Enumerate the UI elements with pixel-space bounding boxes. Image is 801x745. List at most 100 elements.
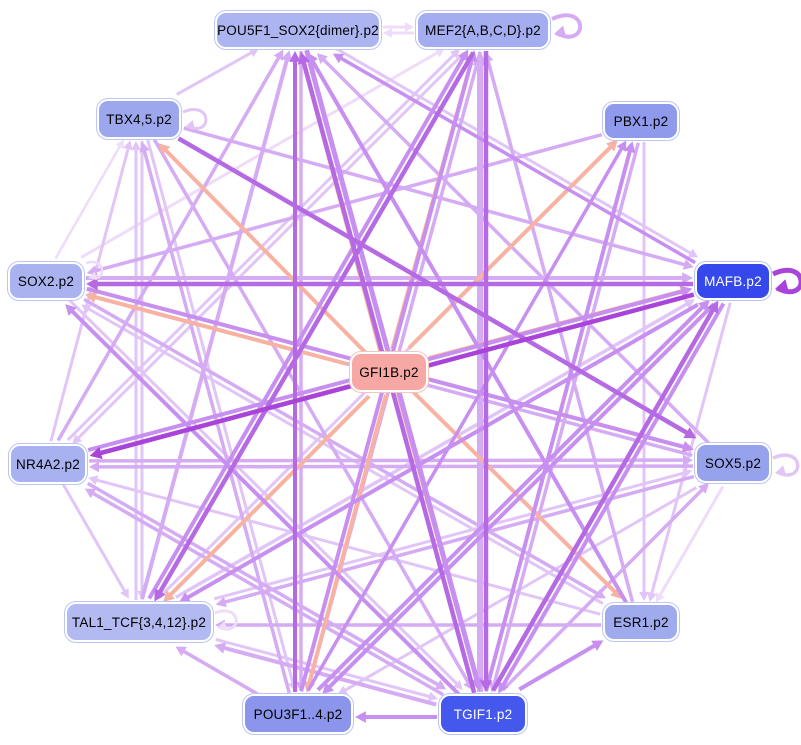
edge-ESR1-POU5F1	[309, 58, 628, 604]
arrowhead-NR4A2-MEF2	[449, 48, 460, 59]
edge-SOX5-ESR1	[657, 485, 725, 598]
node-TBX4[interactable]: TBX4,5.p2	[97, 99, 181, 139]
arrowhead-MAFB-POU3F1	[322, 682, 334, 695]
arrowhead-POU3F1-POU5F1	[289, 51, 301, 62]
node-label: MAFB.p2	[704, 273, 762, 289]
arrowhead-TGIF1-NR4A2	[84, 488, 97, 499]
arrowhead-SOX5-NR4A2	[89, 461, 99, 473]
edge-TGIF1-SOX5	[501, 486, 705, 692]
arrowhead-TGIF1-POU3F1	[355, 711, 366, 723]
node-PBX1[interactable]: PBX1.p2	[603, 102, 679, 140]
node-label: ESR1.p2	[613, 614, 669, 630]
edge-MAFB-TGIF1	[500, 302, 726, 688]
arrowhead-GFI1B-SOX2	[85, 291, 98, 303]
edge-GFI1B-TAL1	[167, 394, 371, 598]
edge-TGIF1-MAFB	[491, 306, 716, 692]
edge-GFI1B-POU3F1	[306, 394, 388, 686]
edge-SOX2-ESR1	[83, 297, 601, 597]
edge-TGIF1-TAL1	[221, 645, 437, 707]
node-label: GFI1B.p2	[359, 364, 419, 380]
node-label: MEF2{A,B,C,D}.p2	[425, 22, 541, 38]
arrowhead-TBX4-SOX5	[683, 427, 697, 439]
arrowhead-POU5F1-TGIF1	[470, 677, 484, 692]
arrowhead-PBX1-ESR1	[639, 591, 649, 601]
self-loop-arrowhead-SOX5	[775, 465, 786, 476]
arrowhead-SOX2-ESR1	[594, 588, 606, 599]
arrowhead-POU5F1-MAFB	[687, 248, 699, 258]
node-label: TGIF1.p2	[453, 706, 513, 722]
arrowhead-MAFB-ESR1	[647, 591, 657, 602]
arrowhead-SOX2-SOX5	[681, 441, 694, 453]
arrowhead-TGIF1-PBX1	[624, 141, 636, 154]
edge-TBX4-POU5F1	[176, 50, 254, 96]
edge-TBX4-SOX5	[177, 136, 691, 436]
edge-MAFB-POU5F1	[338, 55, 696, 265]
arrowhead-POU5F1-MEF2	[404, 22, 414, 32]
node-POU3F1[interactable]: POU3F1..4.p2	[243, 694, 353, 734]
self-loop-arrowhead-TAL1	[217, 620, 228, 631]
node-SOX5[interactable]: SOX5.p2	[695, 443, 771, 483]
arrowhead-NR4A2-POU5F1	[273, 49, 284, 61]
arrowhead-MAFB-SOX2	[86, 277, 98, 291]
arrowhead-ESR1-NR4A2	[88, 475, 99, 485]
arrowhead-SOX2-MEF2	[434, 48, 445, 58]
self-loop-arrowhead-TBX4	[185, 119, 196, 130]
arrowhead-TAL1-TBX4	[131, 141, 141, 151]
arrowhead-TAL1-POU5F1	[281, 50, 293, 63]
edge-MAFB-TAL1	[184, 302, 699, 601]
arrowhead-TAL1-TGIF1	[427, 691, 438, 702]
node-POU5F1[interactable]: POU5F1_SOX2{dimer}.p2	[215, 11, 381, 49]
arrowhead-GFI1B-PBX1	[606, 139, 618, 152]
edge-GFI1B-SOX2	[92, 294, 348, 366]
node-MAFB[interactable]: MAFB.p2	[695, 262, 771, 300]
node-TGIF1[interactable]: TGIF1.p2	[439, 694, 527, 734]
edge-POU3F1-TAL1	[181, 648, 260, 697]
edge-GFI1B-TBX4	[162, 147, 367, 354]
arrowhead-SOX2-TBX4	[115, 139, 124, 149]
arrowhead-NR4A2-MAFB	[680, 286, 693, 298]
arrowhead-NR4A2-TAL1	[120, 588, 129, 599]
arrowhead-TGIF1-SOX2	[65, 304, 77, 316]
edge-GFI1B-PBX1	[407, 144, 614, 350]
arrowhead-TGIF1-TAL1	[214, 642, 227, 654]
self-loop-arrowhead-MAFB	[775, 279, 789, 293]
arrowhead-TGIF1-POU5F1	[297, 51, 310, 65]
edge-TGIF1-SOX2	[69, 308, 461, 696]
node-TAL1[interactable]: TAL1_TCF{3,4,12}.p2	[65, 602, 213, 642]
edge-POU3F1-PBX1	[306, 146, 625, 692]
arrowhead-GFI1B-TAL1	[163, 590, 175, 603]
arrowhead-SOX5-POU3F1	[337, 685, 348, 695]
node-label: TAL1_TCF{3,4,12}.p2	[71, 614, 207, 630]
arrowhead-NR4A2-SOX5	[683, 454, 693, 466]
node-ESR1[interactable]: ESR1.p2	[603, 603, 679, 641]
node-label: SOX5.p2	[704, 455, 762, 471]
arrowhead-TAL1-MAFB	[683, 299, 695, 309]
edge-NR4A2-TGIF1	[86, 481, 441, 688]
node-SOX2[interactable]: SOX2.p2	[8, 262, 84, 300]
edge-ESR1-SOX2	[86, 306, 604, 605]
arrowhead-SOX5-ESR1	[655, 592, 665, 603]
node-MEF2[interactable]: MEF2{A,B,C,D}.p2	[416, 11, 550, 49]
edge-SOX2-TBX4	[54, 144, 122, 260]
arrowhead-MAFB-TAL1	[178, 592, 192, 603]
arrowhead-NR4A2-TGIF1	[434, 679, 447, 690]
node-GFI1B[interactable]: GFI1B.p2	[350, 352, 428, 392]
arrowhead-SOX2-MAFB	[682, 272, 693, 284]
node-NR4A2[interactable]: NR4A2.p2	[9, 444, 87, 484]
edge-TGIF1-PBX1	[484, 148, 633, 692]
arrowhead-MEF2-TGIF1	[479, 680, 493, 692]
arrowhead-NR4A2-TBX4	[123, 140, 133, 151]
arrowhead-MEF2-POU5F1	[383, 28, 393, 38]
edge-TAL1-MEF2	[147, 55, 466, 600]
edge-SOX5-NR4A2	[96, 464, 694, 469]
arrowhead-SOX5-TAL1	[215, 596, 227, 608]
edge-SOX5-POU5F1	[321, 57, 711, 445]
edge-MEF2-TAL1	[156, 51, 476, 596]
edge-MAFB-POU3F1	[326, 302, 716, 690]
edge-NR4A2-TAL1	[61, 483, 127, 594]
arrowhead-SOX5-POU5F1	[317, 53, 328, 64]
edge-POU3F1-MAFB	[316, 304, 706, 692]
arrowhead-POU3F1-PBX1	[616, 140, 627, 152]
arrowhead-MEF2-TAL1	[154, 588, 166, 602]
